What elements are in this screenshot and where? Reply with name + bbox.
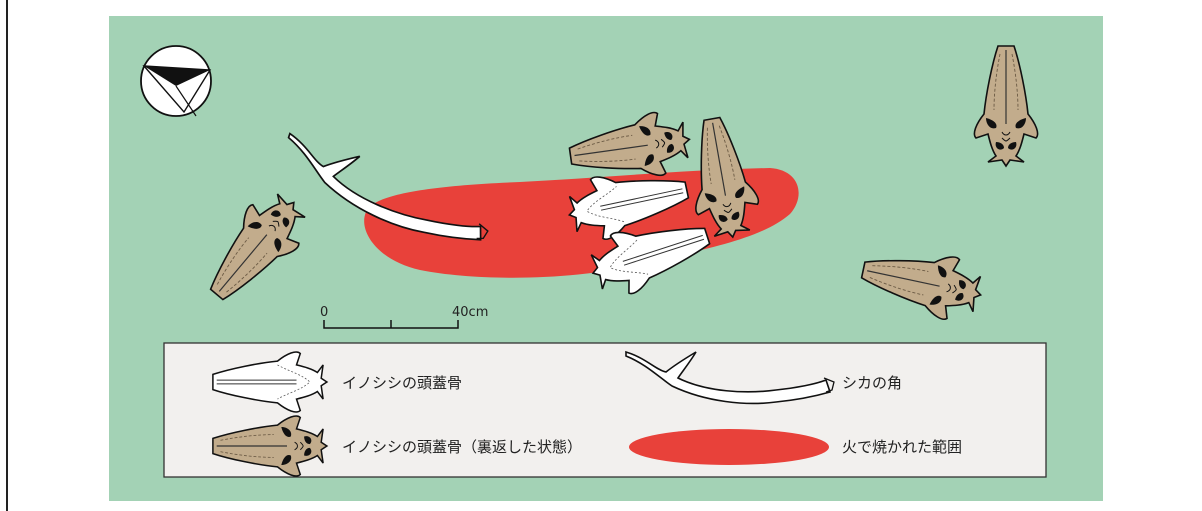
legend-skull-label: イノシシの頭蓋骨 bbox=[342, 374, 462, 392]
scale-bar: 0 40cm bbox=[320, 305, 488, 329]
legend-skull-flipped-label: イノシシの頭蓋骨（裏返した状態） bbox=[342, 438, 582, 456]
scale-start-label: 0 bbox=[320, 305, 328, 320]
legend-antler-label: シカの角 bbox=[842, 374, 902, 392]
north-arrow-icon bbox=[140, 45, 212, 117]
legend-burned-label: 火で焼かれた範囲 bbox=[842, 438, 962, 456]
left-border-line bbox=[6, 0, 8, 511]
legend-burned-swatch bbox=[629, 429, 829, 465]
scale-end-label: 40cm bbox=[452, 305, 488, 320]
